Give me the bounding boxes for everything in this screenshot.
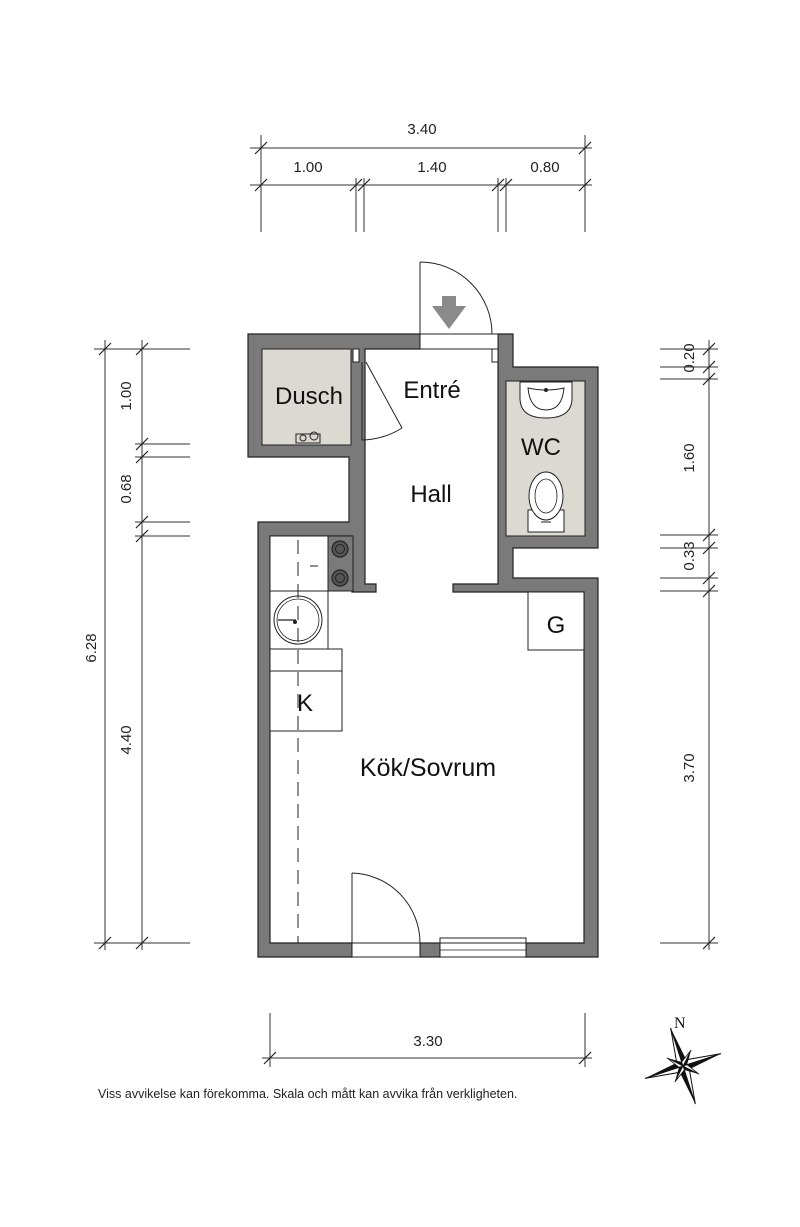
dim-top-a: 1.00: [293, 159, 322, 176]
bottom-dimension: 3.30: [262, 1013, 592, 1067]
room-label-k: K: [297, 690, 313, 717]
dim-top-total: 3.40: [407, 121, 436, 138]
room-label-hall: Hall: [410, 481, 451, 508]
dim-bottom: 3.30: [413, 1033, 442, 1050]
shower-door: [295, 361, 403, 444]
shower-fixture-icon: [295, 431, 321, 444]
dim-right-c: 0.33: [681, 541, 698, 570]
room-label-dusch: Dusch: [275, 383, 343, 410]
dim-left-a: 1.00: [118, 381, 135, 410]
kitchen-counter: [269, 535, 354, 943]
g-cabinet: [527, 591, 585, 651]
entry-arrow-icon: [432, 296, 466, 329]
dim-right-b: 1.60: [681, 443, 698, 472]
right-dimensions: 0.20 1.60 0.33 3.70: [660, 340, 718, 950]
dim-top-b: 1.40: [417, 159, 446, 176]
dim-top-c: 0.80: [530, 159, 559, 176]
bottom-door: [351, 872, 421, 958]
room-label-kok-sovrum: Kök/Sovrum: [360, 754, 496, 782]
dim-left-b: 0.68: [118, 474, 135, 503]
dim-right-a: 0.20: [681, 343, 698, 372]
top-dimensions: 3.40 1.00 1.40 0.80: [250, 121, 592, 232]
entrance-door: [419, 261, 499, 350]
dim-right-d: 3.70: [681, 753, 698, 782]
dim-left-total: 6.28: [83, 633, 100, 662]
disclaimer-text: Viss avvikelse kan förekomma. Skala och …: [98, 1087, 518, 1101]
compass-north-label: N: [674, 1015, 686, 1032]
wc-fixtures: [519, 381, 573, 533]
left-dimensions: 6.28 1.00 0.68 4.40: [83, 340, 190, 950]
dim-left-c: 4.40: [118, 725, 135, 754]
room-label-wc: WC: [521, 434, 561, 461]
window: [439, 937, 527, 958]
room-label-entre: Entré: [403, 377, 460, 404]
compass-rose-icon: N: [644, 1015, 722, 1105]
washbasin-icon: [519, 381, 573, 419]
room-label-g: G: [547, 612, 566, 639]
dusch-floor: [261, 348, 352, 446]
toilet-icon: [527, 471, 565, 533]
